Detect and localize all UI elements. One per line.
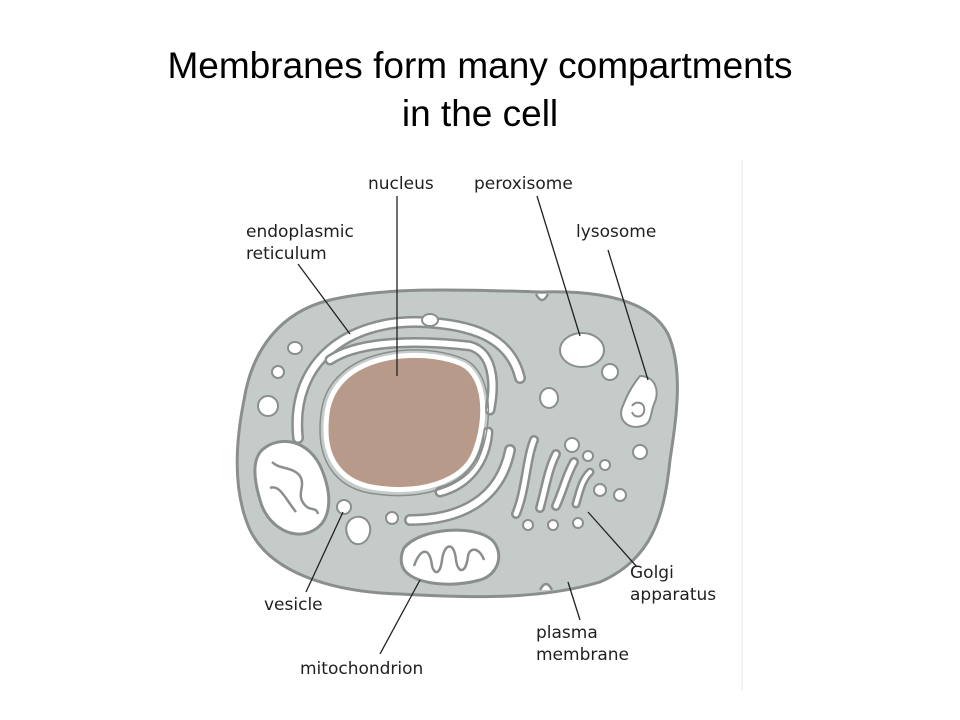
vesicle-golgi-5 (547, 519, 559, 531)
golgi-cisterna-1-lumen (513, 437, 537, 517)
leader-plasma-membrane (567, 581, 581, 621)
vesicle-left-2 (271, 365, 285, 379)
vesicle-top-1 (421, 313, 439, 327)
vesicle-left-1 (287, 341, 303, 355)
vesicle-mid-1 (539, 387, 559, 409)
leader-lines (297, 195, 649, 655)
er-inner-arc-lumen (327, 339, 496, 413)
vesicles (257, 313, 648, 546)
leader-mitochondrion (379, 579, 421, 655)
mitochondrion-bottom-outer (399, 528, 501, 586)
vesicle-golgi-6 (572, 517, 584, 529)
slide-title-line-1: Membranes form many compartments (167, 45, 793, 86)
endoplasmic-reticulum (291, 315, 526, 526)
vesicle-right-1 (601, 363, 619, 381)
plasma-membrane-pit-top (534, 293, 550, 302)
peroxisome-shape (559, 332, 605, 368)
vesicle-left-3 (257, 395, 279, 417)
slide-title-line-2: in the cell (401, 93, 559, 134)
vesicle-right-3 (599, 459, 611, 471)
vesicle-golgi-1 (582, 450, 594, 462)
label-lysosome: lysosome (576, 222, 656, 242)
leader-er (297, 263, 351, 335)
leader-lysosome (607, 249, 649, 381)
mitochondrion-bottom-cristae (412, 545, 486, 574)
label-golgi-line-1: Golgi (630, 563, 674, 583)
lysosome-inner (631, 401, 646, 418)
nucleus-shape (323, 352, 486, 492)
label-peroxisome: peroxisome (474, 174, 573, 194)
vesicle-irregular (345, 515, 372, 546)
vesicle-mid-2 (564, 437, 580, 453)
lysosome-shape (620, 374, 658, 428)
leader-peroxisome (536, 195, 581, 337)
label-mitochondrion: mitochondrion (300, 659, 423, 679)
golgi-cisterna-2-lumen (537, 451, 559, 511)
label-plasma-line-2: membrane (536, 645, 629, 665)
slide-title: Membranes form many compartments in the … (0, 42, 960, 138)
vesicle-golgi-3 (613, 488, 627, 502)
er-outer-arc-lumen (293, 318, 524, 442)
mitochondrion-bottom (399, 528, 501, 586)
vesicle-bottom-1 (385, 511, 399, 525)
nuclear-envelope-outline (319, 349, 490, 497)
golgi-cisterna-3-lumen (553, 459, 577, 509)
vesicle-golgi-2 (593, 483, 607, 497)
vesicle-golgi-4 (522, 519, 534, 531)
mitochondrion-left (253, 439, 331, 536)
leader-vesicle (305, 511, 344, 593)
label-vesicle: vesicle (264, 595, 323, 615)
vesicle-right-2 (632, 444, 648, 460)
vesicle-labeled (336, 499, 352, 515)
er-right-segment-lumen (437, 429, 491, 495)
leader-golgi (587, 511, 638, 568)
label-er-line-2: reticulum (246, 244, 327, 264)
golgi-apparatus (511, 435, 595, 519)
label-er-line-1: endoplasmic (246, 222, 354, 242)
label-nucleus: nucleus (368, 174, 434, 194)
mitochondrion-left-cristae (269, 461, 320, 515)
er-lower-arc-lumen (406, 446, 514, 524)
plasma-membrane-pit-bottom (538, 582, 554, 591)
label-plasma-line-1: plasma (536, 623, 598, 643)
label-golgi-line-2: apparatus (630, 585, 716, 605)
golgi-cisterna-4-lumen (574, 470, 592, 506)
